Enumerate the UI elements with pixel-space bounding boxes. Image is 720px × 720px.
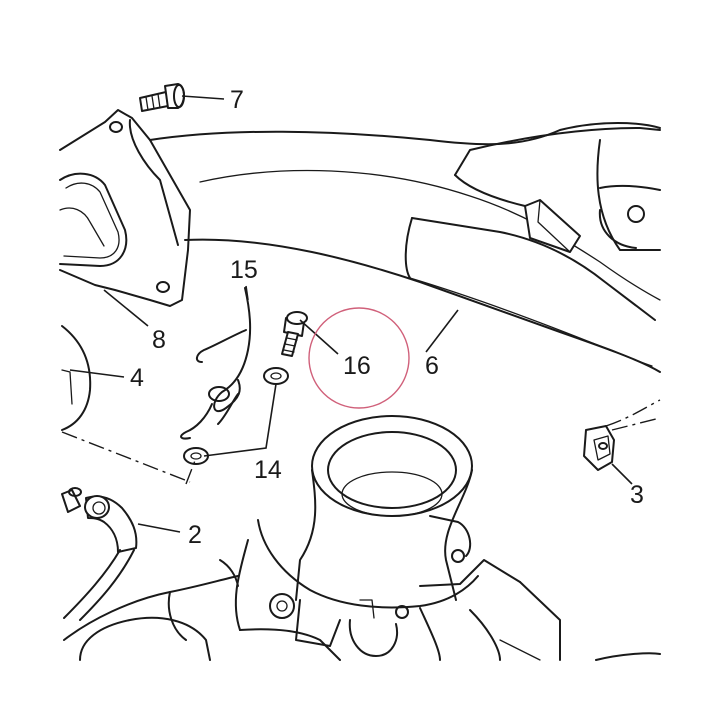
alignment-lines (61, 399, 661, 485)
clip-nut-part-3 (583, 425, 615, 471)
housing-part-4 (61, 325, 92, 431)
washer-upper-part-14 (263, 367, 289, 385)
leader-lines (69, 95, 633, 533)
highlight-circle (308, 307, 410, 409)
callout-4: 4 (130, 364, 144, 392)
callout-14: 14 (254, 456, 282, 484)
screw-part-16 (281, 311, 308, 357)
bolt-part-7 (139, 83, 185, 112)
flange-gasket-part-8 (59, 109, 191, 307)
intake-duct-part-6 (149, 122, 661, 373)
callout-2: 2 (188, 521, 202, 549)
callout-8: 8 (152, 326, 166, 354)
callout-7: 7 (230, 86, 244, 114)
wire-clip-part-15 (180, 287, 252, 440)
callout-3: 3 (630, 481, 644, 509)
callout-labels: 7 8 4 15 16 6 14 3 2 (130, 86, 644, 549)
hose-part-2 (61, 487, 138, 621)
callout-15: 15 (230, 256, 258, 284)
callout-16: 16 (343, 352, 371, 380)
throttle-body-assembly (63, 415, 661, 661)
callout-6: 6 (425, 352, 439, 380)
